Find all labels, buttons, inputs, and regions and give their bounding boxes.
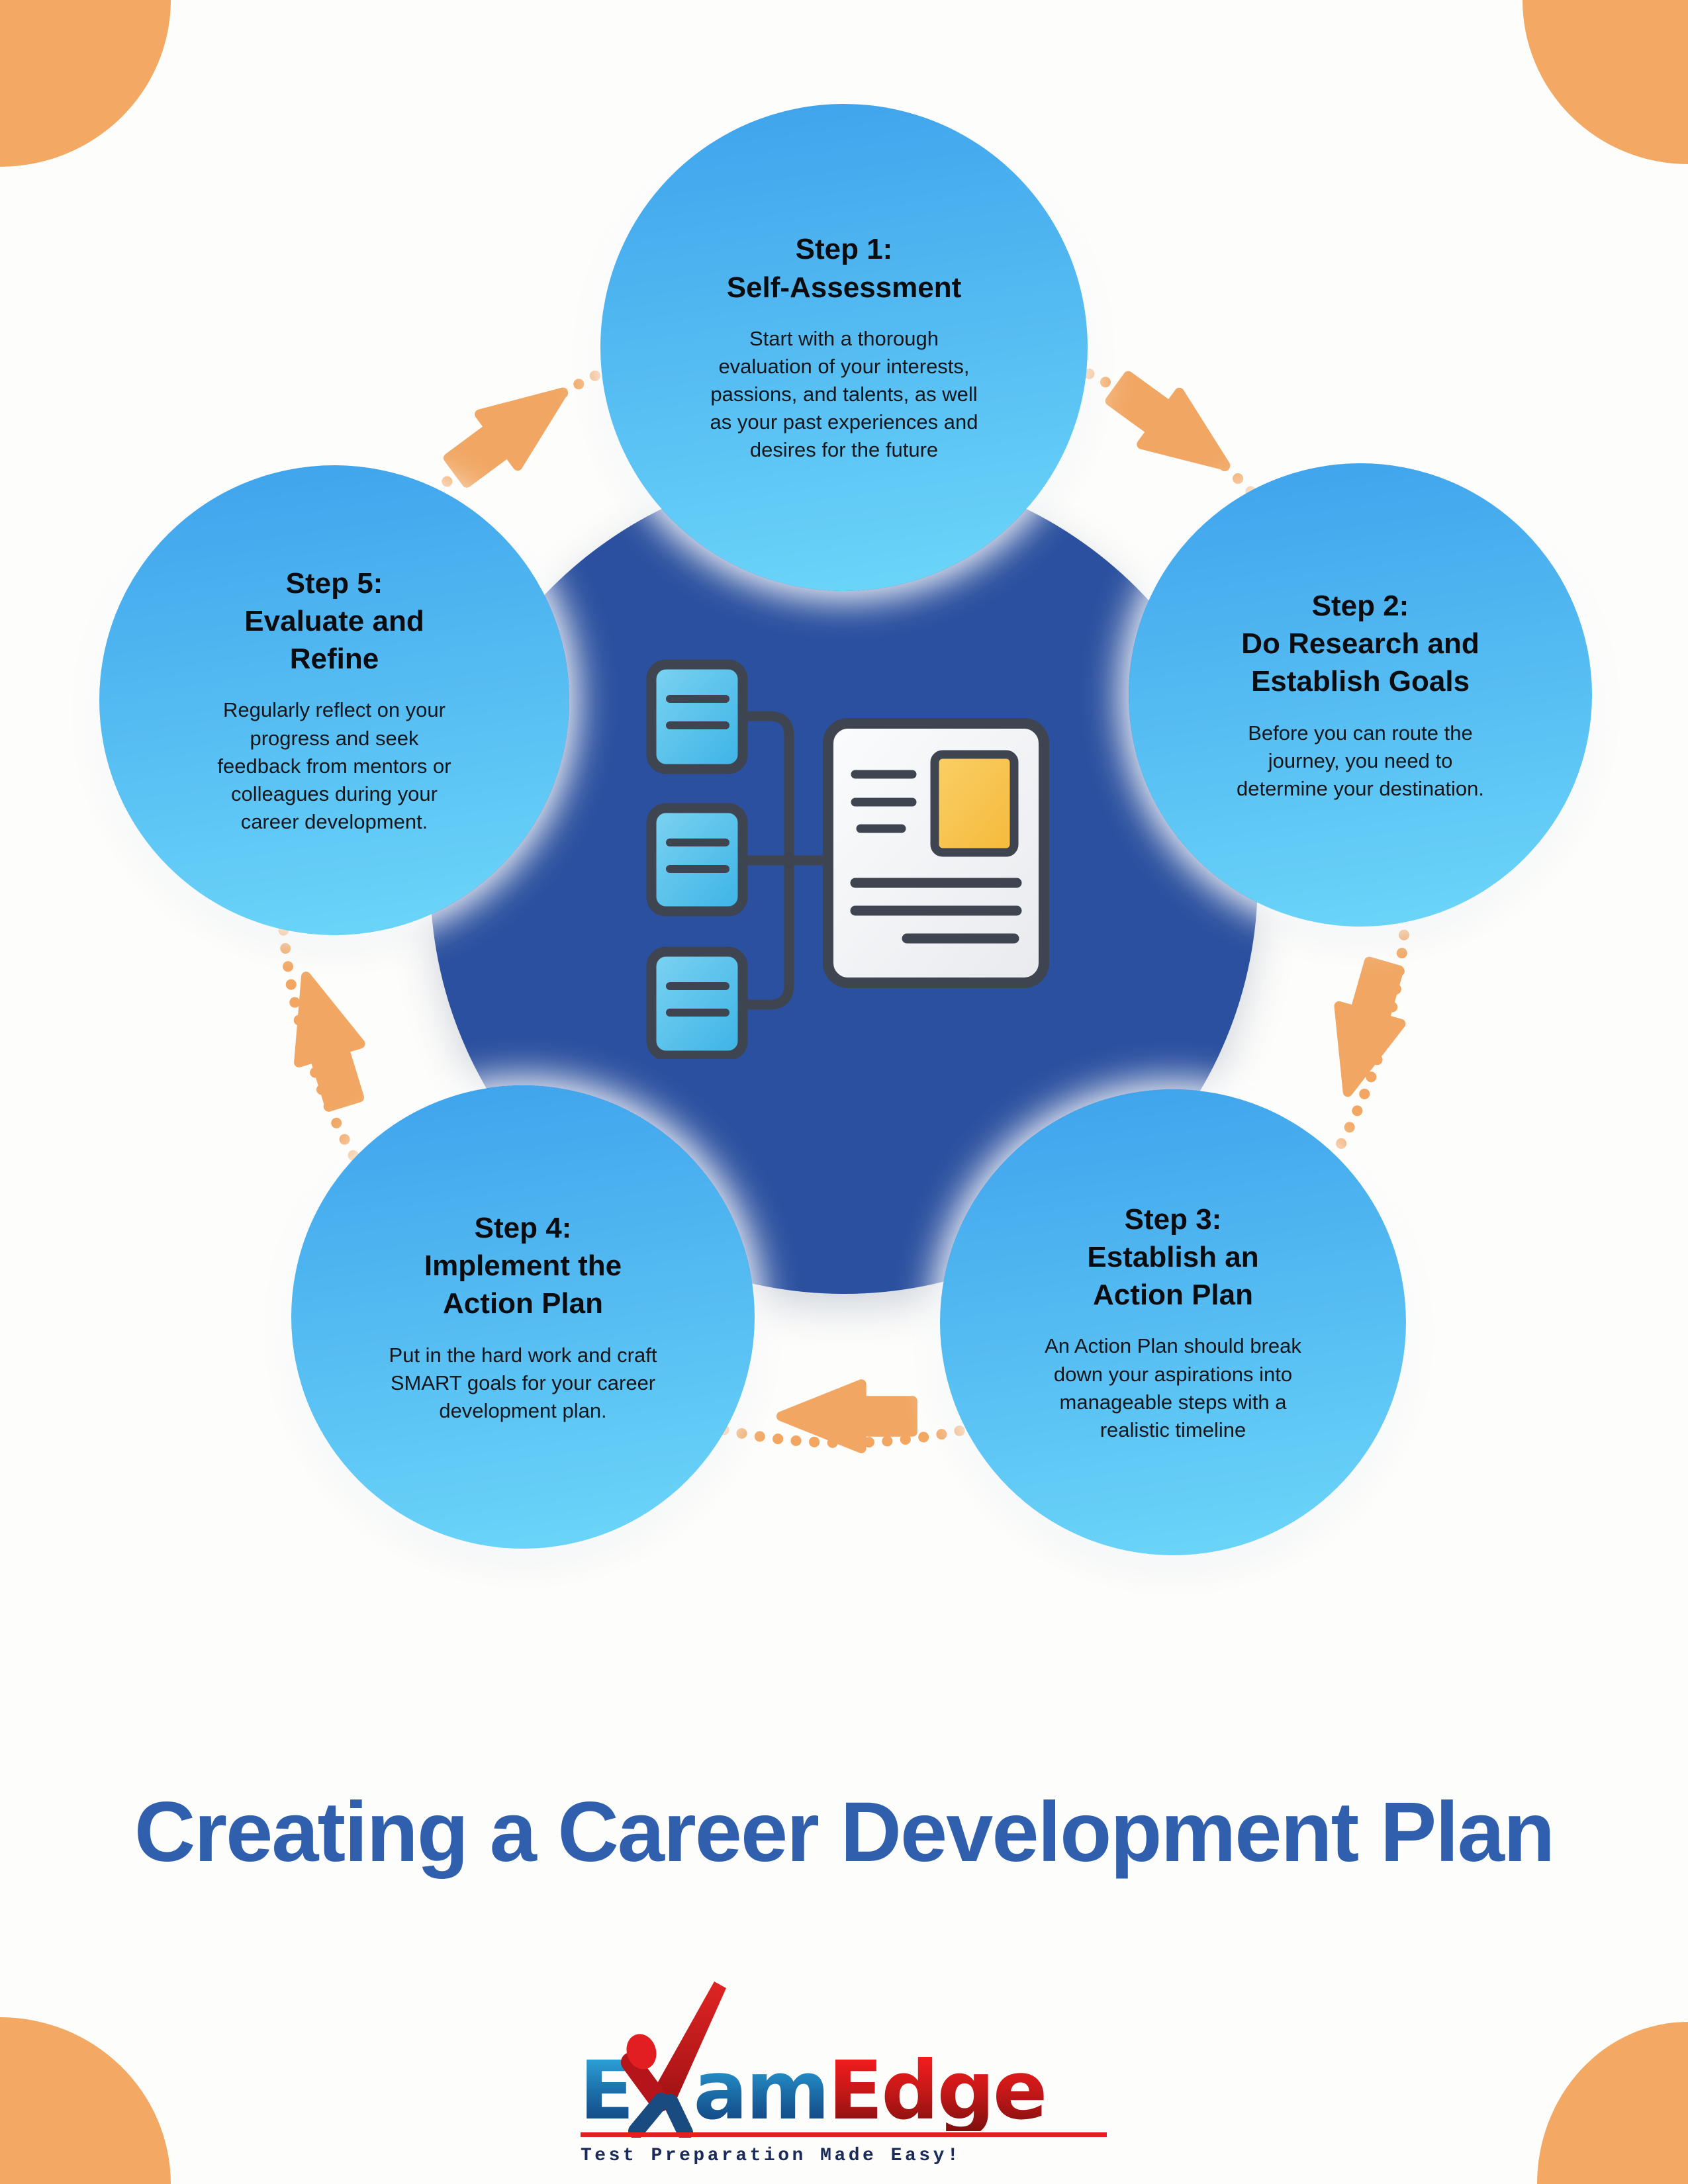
node-card-1	[646, 659, 748, 774]
step-5-label: Step 5:	[285, 567, 383, 600]
person-head	[626, 2034, 657, 2070]
step-4-label: Step 4:	[474, 1211, 572, 1244]
check-long-arm	[652, 1981, 727, 2113]
step-2-description: Before you can route the journey, you ne…	[1237, 721, 1484, 800]
step-5-circle: Step 5: Evaluate and Refine Regularly re…	[99, 465, 569, 935]
step-4-heading: Step 4: Implement the Action Plan	[400, 1209, 645, 1323]
step-1-name: Self-Assessment	[726, 271, 962, 304]
step-3-name: Establish an Action Plan	[1087, 1241, 1259, 1312]
logo-word-edge: Edge	[827, 2044, 1048, 2138]
page-title: Creating a Career Development Plan	[134, 1785, 1555, 1880]
step-4-circle: Step 4: Implement the Action Plan Put in…	[291, 1085, 755, 1549]
logo-underline	[581, 2132, 1107, 2137]
arrow-step3-to-step4-icon	[776, 1379, 917, 1453]
step-2-label: Step 2:	[1311, 589, 1409, 622]
person-leg-left	[628, 2093, 670, 2138]
step-1-description: Start with a thorough evaluation of your…	[710, 326, 978, 462]
logo-word-exam-am: am	[693, 2044, 829, 2138]
flowchart-document-icon	[646, 659, 1049, 1059]
arrow-step2-to-step3-icon	[1334, 956, 1406, 1097]
step-2-circle: Step 2: Do Research and Establish Goals …	[1129, 463, 1592, 927]
check-short-arm	[621, 2052, 671, 2112]
arrow-step4-to-step5-icon	[294, 972, 365, 1112]
step-2-heading: Step 2: Do Research and Establish Goals	[1238, 587, 1483, 701]
arrow-step1-to-step2-icon	[1105, 371, 1231, 471]
person-leg-right	[663, 2094, 694, 2138]
step-1-heading: Step 1: Self-Assessment	[727, 230, 962, 306]
step-1-label: Step 1:	[795, 233, 893, 266]
step-3-description: An Action Plan should break down your as…	[1045, 1334, 1301, 1441]
step-2-name: Do Research and Establish Goals	[1241, 627, 1479, 698]
node-card-3	[646, 946, 748, 1059]
step-3-heading: Step 3: Establish an Action Plan	[1051, 1201, 1295, 1314]
logo-checkmark-icon	[621, 1981, 727, 2138]
step-3-circle: Step 3: Establish an Action Plan An Acti…	[940, 1089, 1406, 1555]
step-4-name: Implement the Action Plan	[424, 1250, 622, 1320]
step-3-label: Step 3:	[1124, 1203, 1222, 1236]
document-image-box	[930, 750, 1019, 857]
step-5-name: Evaluate and Refine	[244, 605, 424, 676]
node-card-2	[646, 803, 748, 917]
step-5-heading: Step 5: Evaluate and Refine	[212, 565, 457, 678]
arrow-step5-to-step1-icon	[443, 387, 568, 488]
step-5-description: Regularly reflect on your progress and s…	[217, 698, 451, 834]
logo-tagline: Test Preparation Made Easy!	[581, 2146, 962, 2166]
step-1-circle: Step 1: Self-Assessment Start with a tho…	[600, 104, 1088, 591]
step-4-description: Put in the hard work and craft SMART goa…	[389, 1343, 657, 1422]
